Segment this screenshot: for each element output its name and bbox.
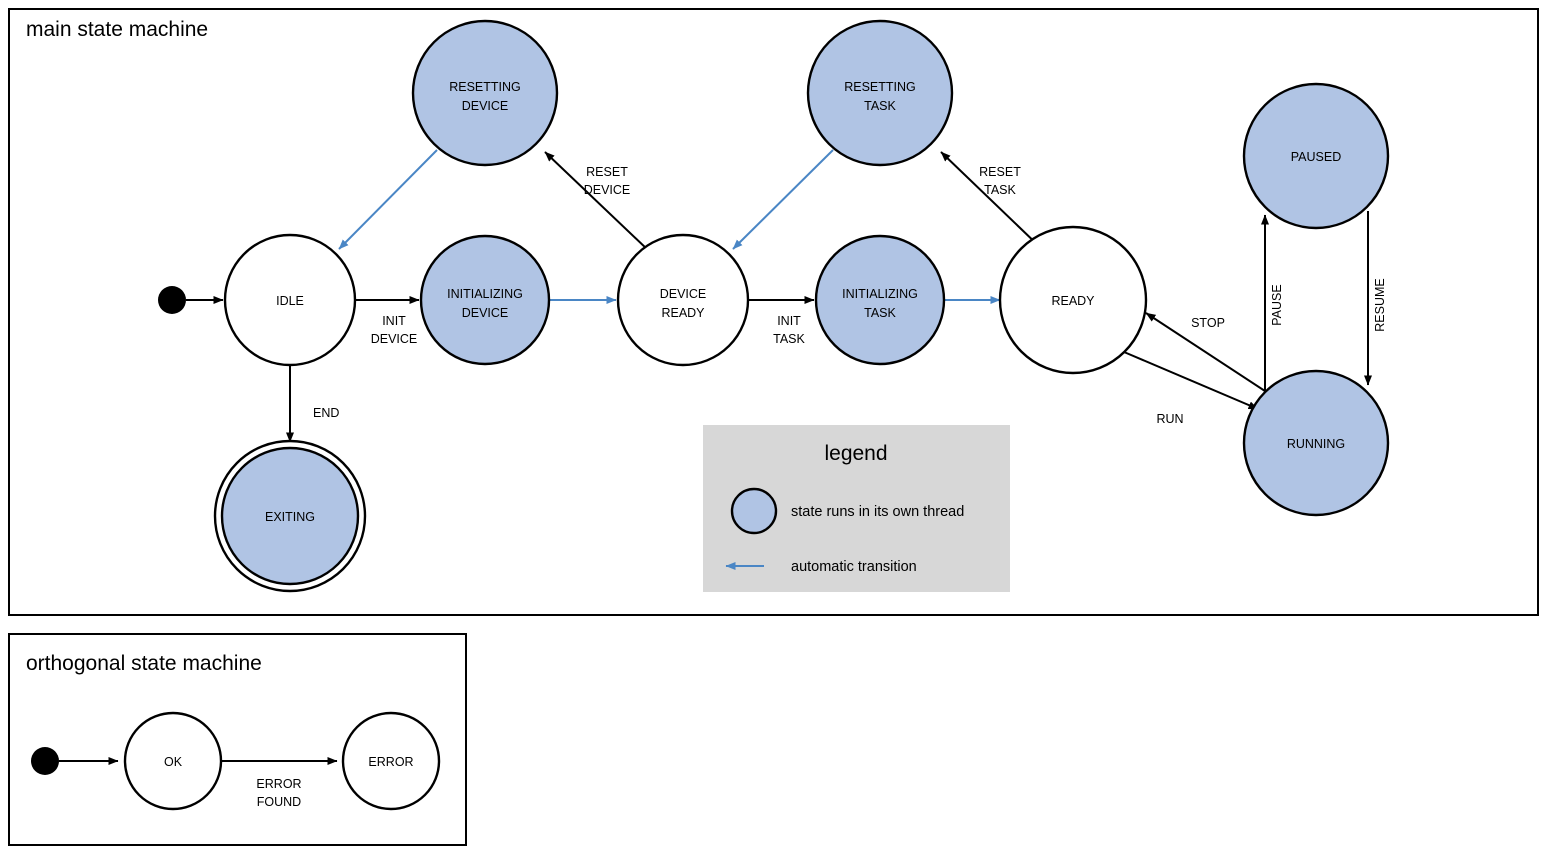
legend-item-auto-label: automatic transition — [791, 559, 917, 575]
edge-label-error-found-line2: FOUND — [257, 795, 301, 809]
edge-label-end: END — [313, 406, 339, 420]
final-state-outer-ring — [213, 439, 367, 593]
state-node-paused[interactable]: PAUSED — [1242, 82, 1390, 230]
state-circle-idle — [223, 233, 357, 367]
edge-label-resume: RESUME — [1373, 278, 1387, 331]
state-label-initializing-device-line1: INITIALIZING — [447, 287, 523, 301]
edge-label-reset-device-line1: RESET — [586, 165, 628, 179]
initial-state-dot-orthogonal — [31, 747, 59, 775]
edge-resetting-task-to-device-ready — [732, 149, 834, 250]
state-circle-initializing-task — [814, 234, 946, 366]
edge-label-init-task-line1: INIT — [777, 314, 801, 328]
edge-label-reset-task-line2: TASK — [984, 183, 1016, 197]
state-label-resetting-device-line2: DEVICE — [462, 99, 509, 113]
edge-ready-to-running — [1123, 351, 1259, 410]
state-label-ok: OK — [164, 755, 183, 769]
state-node-ready[interactable]: READY — [998, 225, 1148, 375]
state-circle-paused — [1242, 82, 1390, 230]
state-label-initializing-device-line2: DEVICE — [462, 306, 509, 320]
legend-item-thread-label: state runs in its own thread — [791, 504, 964, 520]
edge-label-init-task-line2: TASK — [773, 332, 805, 346]
edge-label-pause: PAUSE — [1270, 284, 1284, 325]
state-circle-ok — [123, 711, 223, 811]
legend-thread-circle-icon — [730, 487, 778, 535]
state-node-resetting-device[interactable]: RESETTING DEVICE — [411, 19, 559, 167]
edge-label-init-device-line1: INIT — [382, 314, 406, 328]
edge-ready-to-resetting-task — [940, 151, 1044, 251]
state-node-resetting-task[interactable]: RESETTING TASK — [806, 19, 954, 167]
state-node-ok[interactable]: OK — [123, 711, 223, 811]
state-circle-device-ready — [616, 233, 750, 367]
legend-title: legend — [824, 442, 887, 465]
state-node-running[interactable]: RUNNING — [1242, 369, 1390, 517]
state-label-idle: IDLE — [276, 294, 304, 308]
state-label-device-ready-line2: READY — [661, 306, 705, 320]
state-circle-initializing-device — [419, 234, 551, 366]
state-circle-running — [1242, 369, 1390, 517]
state-node-initializing-device[interactable]: INITIALIZING DEVICE — [419, 234, 551, 366]
edge-device-ready-to-resetting-device — [544, 151, 649, 251]
edge-label-reset-task-line1: RESET — [979, 165, 1021, 179]
state-node-exiting[interactable]: EXITING — [213, 439, 367, 593]
state-node-device-ready[interactable]: DEVICE READY — [616, 233, 750, 367]
legend-box: legend state runs in its own thread auto… — [703, 425, 1010, 592]
orthogonal-frame-title: orthogonal state machine — [26, 652, 262, 675]
initial-state-dot-main — [158, 286, 186, 314]
state-circle-exiting — [220, 446, 360, 586]
state-label-ready: READY — [1051, 294, 1095, 308]
edge-resetting-device-to-idle — [338, 149, 438, 250]
edge-label-stop: STOP — [1191, 316, 1225, 330]
state-label-paused: PAUSED — [1291, 150, 1341, 164]
edge-label-error-found-line1: ERROR — [256, 777, 301, 791]
edge-running-to-ready — [1145, 312, 1269, 394]
state-label-exiting: EXITING — [265, 510, 315, 524]
state-label-device-ready-line1: DEVICE — [660, 287, 707, 301]
main-frame-title: main state machine — [26, 18, 208, 41]
state-node-error[interactable]: ERROR — [341, 711, 441, 811]
state-node-initializing-task[interactable]: INITIALIZING TASK — [814, 234, 946, 366]
state-label-resetting-device-line1: RESETTING — [449, 80, 521, 94]
state-circle-error — [341, 711, 441, 811]
edge-label-reset-device-line2: DEVICE — [584, 183, 631, 197]
state-node-idle[interactable]: IDLE — [223, 233, 357, 367]
state-label-initializing-task-line1: INITIALIZING — [842, 287, 918, 301]
state-label-resetting-task-line1: RESETTING — [844, 80, 916, 94]
edge-label-run: RUN — [1156, 412, 1183, 426]
state-label-initializing-task-line2: TASK — [864, 306, 896, 320]
state-label-error: ERROR — [368, 755, 413, 769]
state-circle-resetting-device — [411, 19, 559, 167]
state-circle-resetting-task — [806, 19, 954, 167]
state-label-resetting-task-line2: TASK — [864, 99, 896, 113]
edge-label-init-device-line2: DEVICE — [371, 332, 418, 346]
state-label-running: RUNNING — [1287, 437, 1345, 451]
state-circle-ready — [998, 225, 1148, 375]
